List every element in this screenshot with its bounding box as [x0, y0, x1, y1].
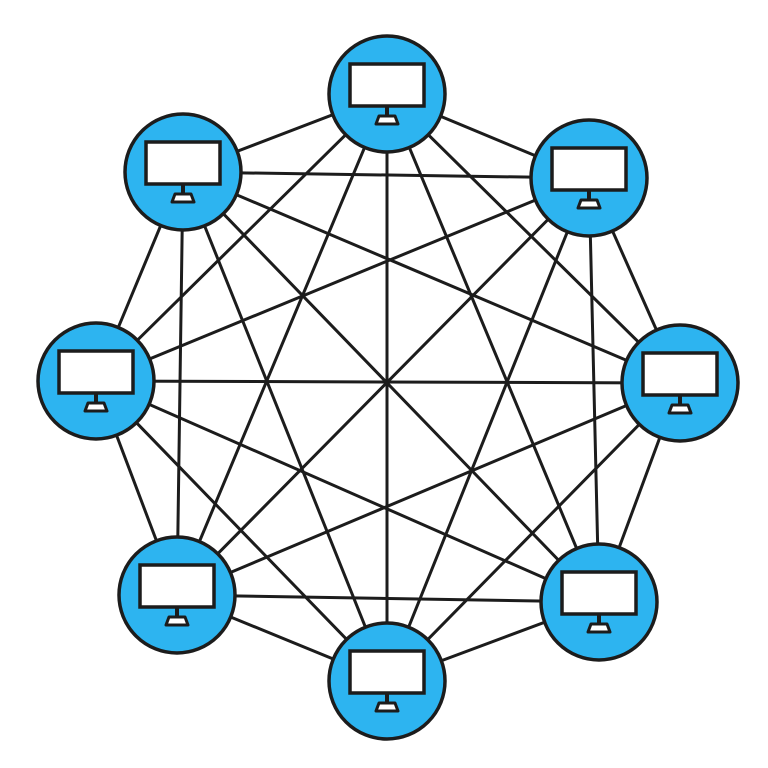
link-2-7 — [94, 176, 591, 383]
monitor-icon — [550, 146, 628, 210]
link-1-4 — [385, 92, 601, 604]
link-1-6 — [175, 92, 389, 597]
network-node-5 — [327, 621, 447, 741]
link-3-5 — [385, 381, 682, 683]
link-5-8 — [181, 170, 389, 683]
link-1-3 — [385, 92, 682, 385]
monitor-icon — [641, 351, 719, 415]
link-1-7 — [94, 92, 389, 383]
link-5-7 — [94, 379, 389, 683]
link-4-8 — [181, 170, 601, 604]
link-2-4 — [587, 176, 601, 604]
monitor-icon — [138, 563, 216, 627]
link-3-8 — [181, 170, 682, 385]
network-node-7 — [36, 321, 156, 441]
monitor-icon — [144, 140, 222, 204]
link-2-6 — [175, 176, 591, 597]
monitor-icon — [57, 349, 135, 413]
link-6-8 — [175, 170, 185, 597]
network-node-6 — [117, 535, 237, 655]
mesh-nodes — [36, 34, 740, 741]
network-node-2 — [529, 118, 649, 238]
link-3-6 — [175, 381, 682, 597]
network-node-4 — [539, 542, 659, 662]
link-2-8 — [181, 170, 591, 180]
link-2-5 — [385, 176, 591, 683]
monitor-icon — [560, 570, 638, 634]
monitor-icon — [348, 649, 426, 713]
monitor-icon — [348, 62, 426, 126]
network-node-3 — [620, 323, 740, 443]
network-node-1 — [327, 34, 447, 154]
network-node-8 — [123, 112, 243, 232]
link-4-6 — [175, 593, 601, 604]
